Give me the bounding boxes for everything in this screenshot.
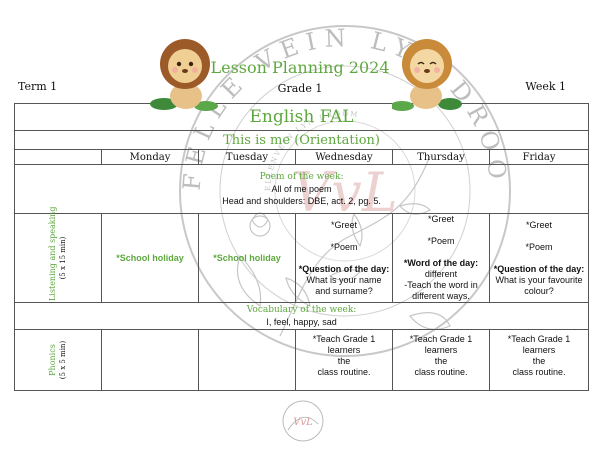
listening-thursday: *Greet *Poem *Word of the day: different… [392,213,490,303]
subject-title: English FAL [13,103,590,131]
phonics-text: the [337,356,351,366]
listening-wednesday: *Greet *Poem *Question of the day: What … [295,213,393,303]
phonics-duration: (5 x 5 min) [59,340,67,380]
phonics-text: the [532,356,546,366]
listening-tuesday: *School holiday [198,213,296,303]
poem-item: *Poem [427,236,455,246]
phonics-row: Phonics (5 x 5 min) *Teach Grade 1 learn… [14,329,590,391]
phonics-text: the [434,356,448,366]
day-header-tuesday: Tuesday [198,149,296,165]
phonics-text: learners [424,345,458,355]
week-label: Week 1 [525,80,566,93]
poem-line: All of me poem [271,184,332,194]
listening-speaking-row: Listening and speaking (5 x 15 min) *Sch… [14,207,590,303]
lesson-plan-table: English FAL This is me (Orientation) Mon… [13,103,590,391]
phonics-wednesday: *Teach Grade 1 learners the class routin… [295,329,393,391]
grade-label: Grade 1 [277,82,323,95]
day-header-monday: Monday [101,149,199,165]
vocab-label: Vocabulary of the week: [246,305,357,315]
vocab-words: I, feel, happy, sad [266,317,337,327]
lion-illustration-right [392,39,462,111]
phonics-tuesday [198,329,296,391]
phonics-text: *Teach Grade 1 [312,334,376,344]
teach-line: -Teach the word in [404,280,478,290]
phonics-friday: *Teach Grade 1 learners the class routin… [488,329,590,391]
theme-title: This is me (Orientation) [13,130,590,150]
poem-item: *Poem [330,241,358,252]
phonics-text: class routine. [414,367,468,377]
term-label: Term 1 [18,80,58,93]
page-title: Lesson Planning 2024 [210,58,390,77]
phonics-thursday: *Teach Grade 1 learners the class routin… [392,329,490,391]
listening-speaking-label: Listening and speaking (5 x 15 min) [14,207,102,303]
day-header-blank [14,149,102,165]
question-label: *Question of the day: [298,263,390,274]
question-line: What is your name [306,274,382,285]
phonics-text: learners [327,345,361,355]
phonics-label: Phonics (5 x 5 min) [14,329,102,391]
listening-monday: *School holiday [101,213,199,303]
question-line: and surname? [315,285,373,296]
poem-label: Poem of the week: [259,172,344,182]
day-header-wednesday: Wednesday [295,149,393,165]
phonics-monday [101,329,199,391]
poem-item: *Poem [525,241,553,252]
greet-item: *Greet [330,219,357,230]
listening-label-text: Listening and speaking [48,206,57,301]
listening-duration: (5 x 15 min) [59,236,67,280]
phonics-text: *Teach Grade 1 [409,334,473,344]
day-header-friday: Friday [488,149,590,165]
day-header-row: Monday Tuesday Wednesday Thursday Friday [14,149,590,165]
phonics-text: class routine. [512,367,566,377]
teach-line: different ways. [412,291,470,301]
phonics-text: learners [522,345,556,355]
phonics-label-text: Phonics [48,344,57,376]
listening-friday: *Greet *Poem *Question of the day: What … [488,213,590,303]
greet-item: *Greet [526,219,553,230]
poem-line: Head and shoulders: DBE, act. 2, pg. 5. [222,196,381,206]
greet-item: *Greet [427,214,454,224]
word-value: different [424,269,458,279]
phonics-text: *Teach Grade 1 [507,334,571,344]
question-label: *Question of the day: [493,263,585,274]
phonics-text: class routine. [317,367,371,377]
word-label: *Word of the day: [403,258,479,268]
day-header-thursday: Thursday [392,149,490,165]
question-line: colour? [524,285,554,296]
poem-of-the-week: Poem of the week: All of me poem Head an… [13,164,590,214]
svg-text:VvL: VvL [293,417,313,428]
question-line: What is your favourite [495,274,583,285]
brand-seal-logo: VvL [282,400,324,442]
vocabulary-of-the-week: Vocabulary of the week: I, feel, happy, … [13,302,590,330]
